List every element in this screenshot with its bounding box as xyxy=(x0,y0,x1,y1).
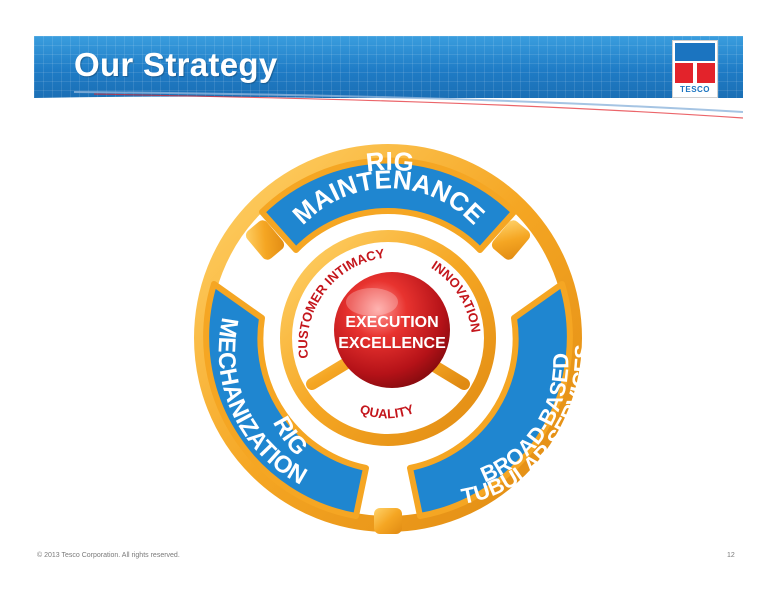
banner-swoosh xyxy=(34,91,743,124)
segment-rig-maintenance xyxy=(259,157,517,253)
gold-connectors xyxy=(245,220,531,534)
banner-grid-pattern xyxy=(34,36,743,98)
label-top-line1: RIG xyxy=(364,146,415,178)
title-banner: Our Strategy xyxy=(34,36,743,98)
segment-rig-mechanization xyxy=(203,281,369,519)
logo-left-block xyxy=(675,63,693,83)
sphere-highlight xyxy=(346,288,398,316)
page-title: Our Strategy xyxy=(74,46,278,83)
segment-tubular-services xyxy=(407,281,573,519)
logo-right-block xyxy=(697,63,715,83)
page-number: 12 xyxy=(727,552,735,559)
copyright-text: © 2013 Tesco Corporation. All rights res… xyxy=(37,552,180,559)
logo-wordmark: TESCO xyxy=(679,85,711,94)
tesco-logo: TESCO xyxy=(673,41,717,97)
core-line1: EXECUTION xyxy=(345,314,438,331)
label-quality: QUALITY xyxy=(358,401,416,421)
logo-top-block xyxy=(675,43,715,61)
execution-excellence-sphere xyxy=(334,272,450,388)
core-line2: EXCELLENCE xyxy=(338,335,446,352)
